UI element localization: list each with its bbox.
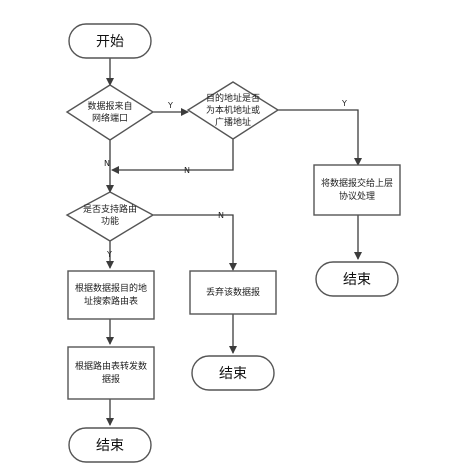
process-search-route-line2: 址搜索路由表: [84, 295, 138, 307]
end-middle-label: 结束: [219, 366, 247, 382]
edge-label-no-dest: N: [184, 166, 190, 175]
decision-support-routing-line2: 功能: [101, 215, 119, 227]
process-forward: [67, 346, 155, 400]
start-terminal: [68, 23, 152, 59]
decision-from-network-line2: 网络端口: [92, 112, 128, 124]
decision-dest-local: [186, 81, 280, 140]
decision-from-network-line1: 数据报来自: [87, 100, 132, 112]
end-right-label: 结束: [343, 272, 371, 288]
end-terminal-right: [315, 261, 399, 297]
process-discard-line1: 丢弃该数据报: [206, 286, 260, 298]
end-terminal-middle: [191, 355, 275, 391]
edge-dest-no-to-merge: [111, 139, 234, 174]
decision-dest-local-line1: 目的地址是否: [206, 92, 260, 104]
process-pass-up: [313, 164, 401, 216]
decision-dest-local-line3: 广播地址: [215, 116, 251, 128]
edge-label-yes-3: Y: [106, 250, 112, 259]
edge-label-yes-2: Y: [341, 99, 347, 108]
process-discard: [189, 270, 277, 315]
edge-label-no-2: N: [218, 211, 224, 220]
edge-dest-yes-to-passup: [278, 109, 362, 166]
process-search-route: [67, 270, 155, 320]
process-search-route-line1: 根据数据报目的地: [75, 282, 147, 294]
process-forward-line2: 据报: [102, 373, 120, 385]
edge-label-yes-1: Y: [167, 101, 173, 110]
edge-routing-no-to-discard: [153, 214, 237, 271]
end-left-label: 结束: [96, 438, 124, 454]
edge-label-no-1: N: [104, 159, 110, 168]
start-label: 开始: [96, 34, 124, 50]
process-pass-up-line1: 将数据报交给上层: [321, 177, 393, 189]
decision-from-network: [65, 84, 155, 141]
decision-support-routing-line1: 是否支持路由: [83, 203, 137, 215]
decision-dest-local-line2: 为本机地址或: [206, 104, 260, 116]
end-terminal-left: [68, 427, 152, 463]
process-pass-up-line2: 协议处理: [339, 190, 375, 202]
process-forward-line1: 根据路由表转发数: [75, 360, 147, 372]
decision-support-routing: [65, 191, 155, 242]
